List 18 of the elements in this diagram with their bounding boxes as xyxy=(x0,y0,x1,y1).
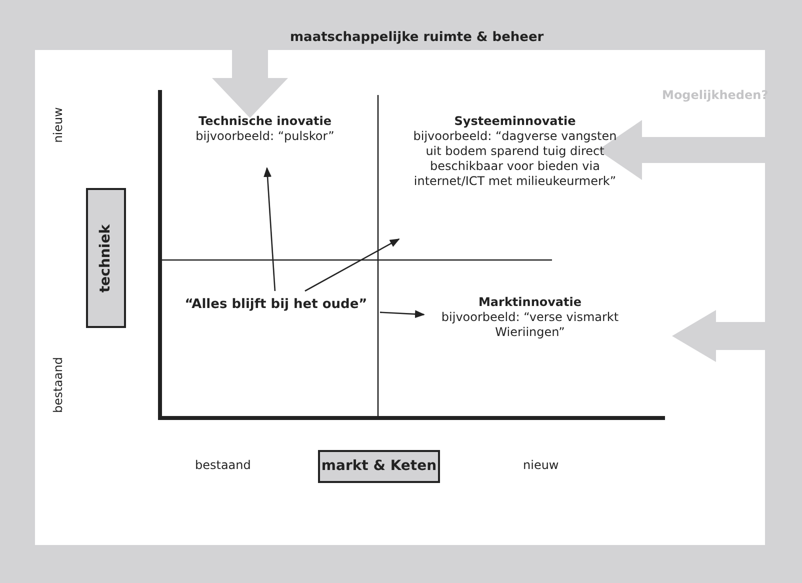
axis-label: nieuw xyxy=(50,107,65,143)
quadrant-heading: Marktinnovatie xyxy=(477,295,583,310)
quadrant-heading: “Alles blijft bij het oude” xyxy=(184,297,368,312)
quadrant-heading: Technische inovatie xyxy=(198,114,332,129)
axis-label: bestaand xyxy=(195,458,251,472)
axis-title-box: techniek xyxy=(86,188,126,328)
arrow xyxy=(264,167,276,292)
axis-title-box: markt & Keten xyxy=(318,450,440,483)
axis-label: nieuw xyxy=(523,458,559,472)
arrow-label: Mogelijkheden? xyxy=(662,88,768,102)
example-text: bijvoorbeeld: “pulskor” xyxy=(194,129,336,144)
band-title: maatschappelijke ruimte & beheer xyxy=(290,30,544,45)
quadrant-heading: Systeeminnovatie xyxy=(453,114,577,129)
example-text: bijvoorbeeld: “verse vismarkt Wieriingen” xyxy=(440,310,620,340)
arrow xyxy=(380,310,425,318)
arrow xyxy=(304,238,400,292)
example-text: bijvoorbeeld: “dagverse vangsten uit bodem sparend tuig direct beschikbaar voor bieden via internet/ICT met milieukeurmerk” xyxy=(412,129,618,189)
axis-label: bestaand xyxy=(50,357,65,413)
